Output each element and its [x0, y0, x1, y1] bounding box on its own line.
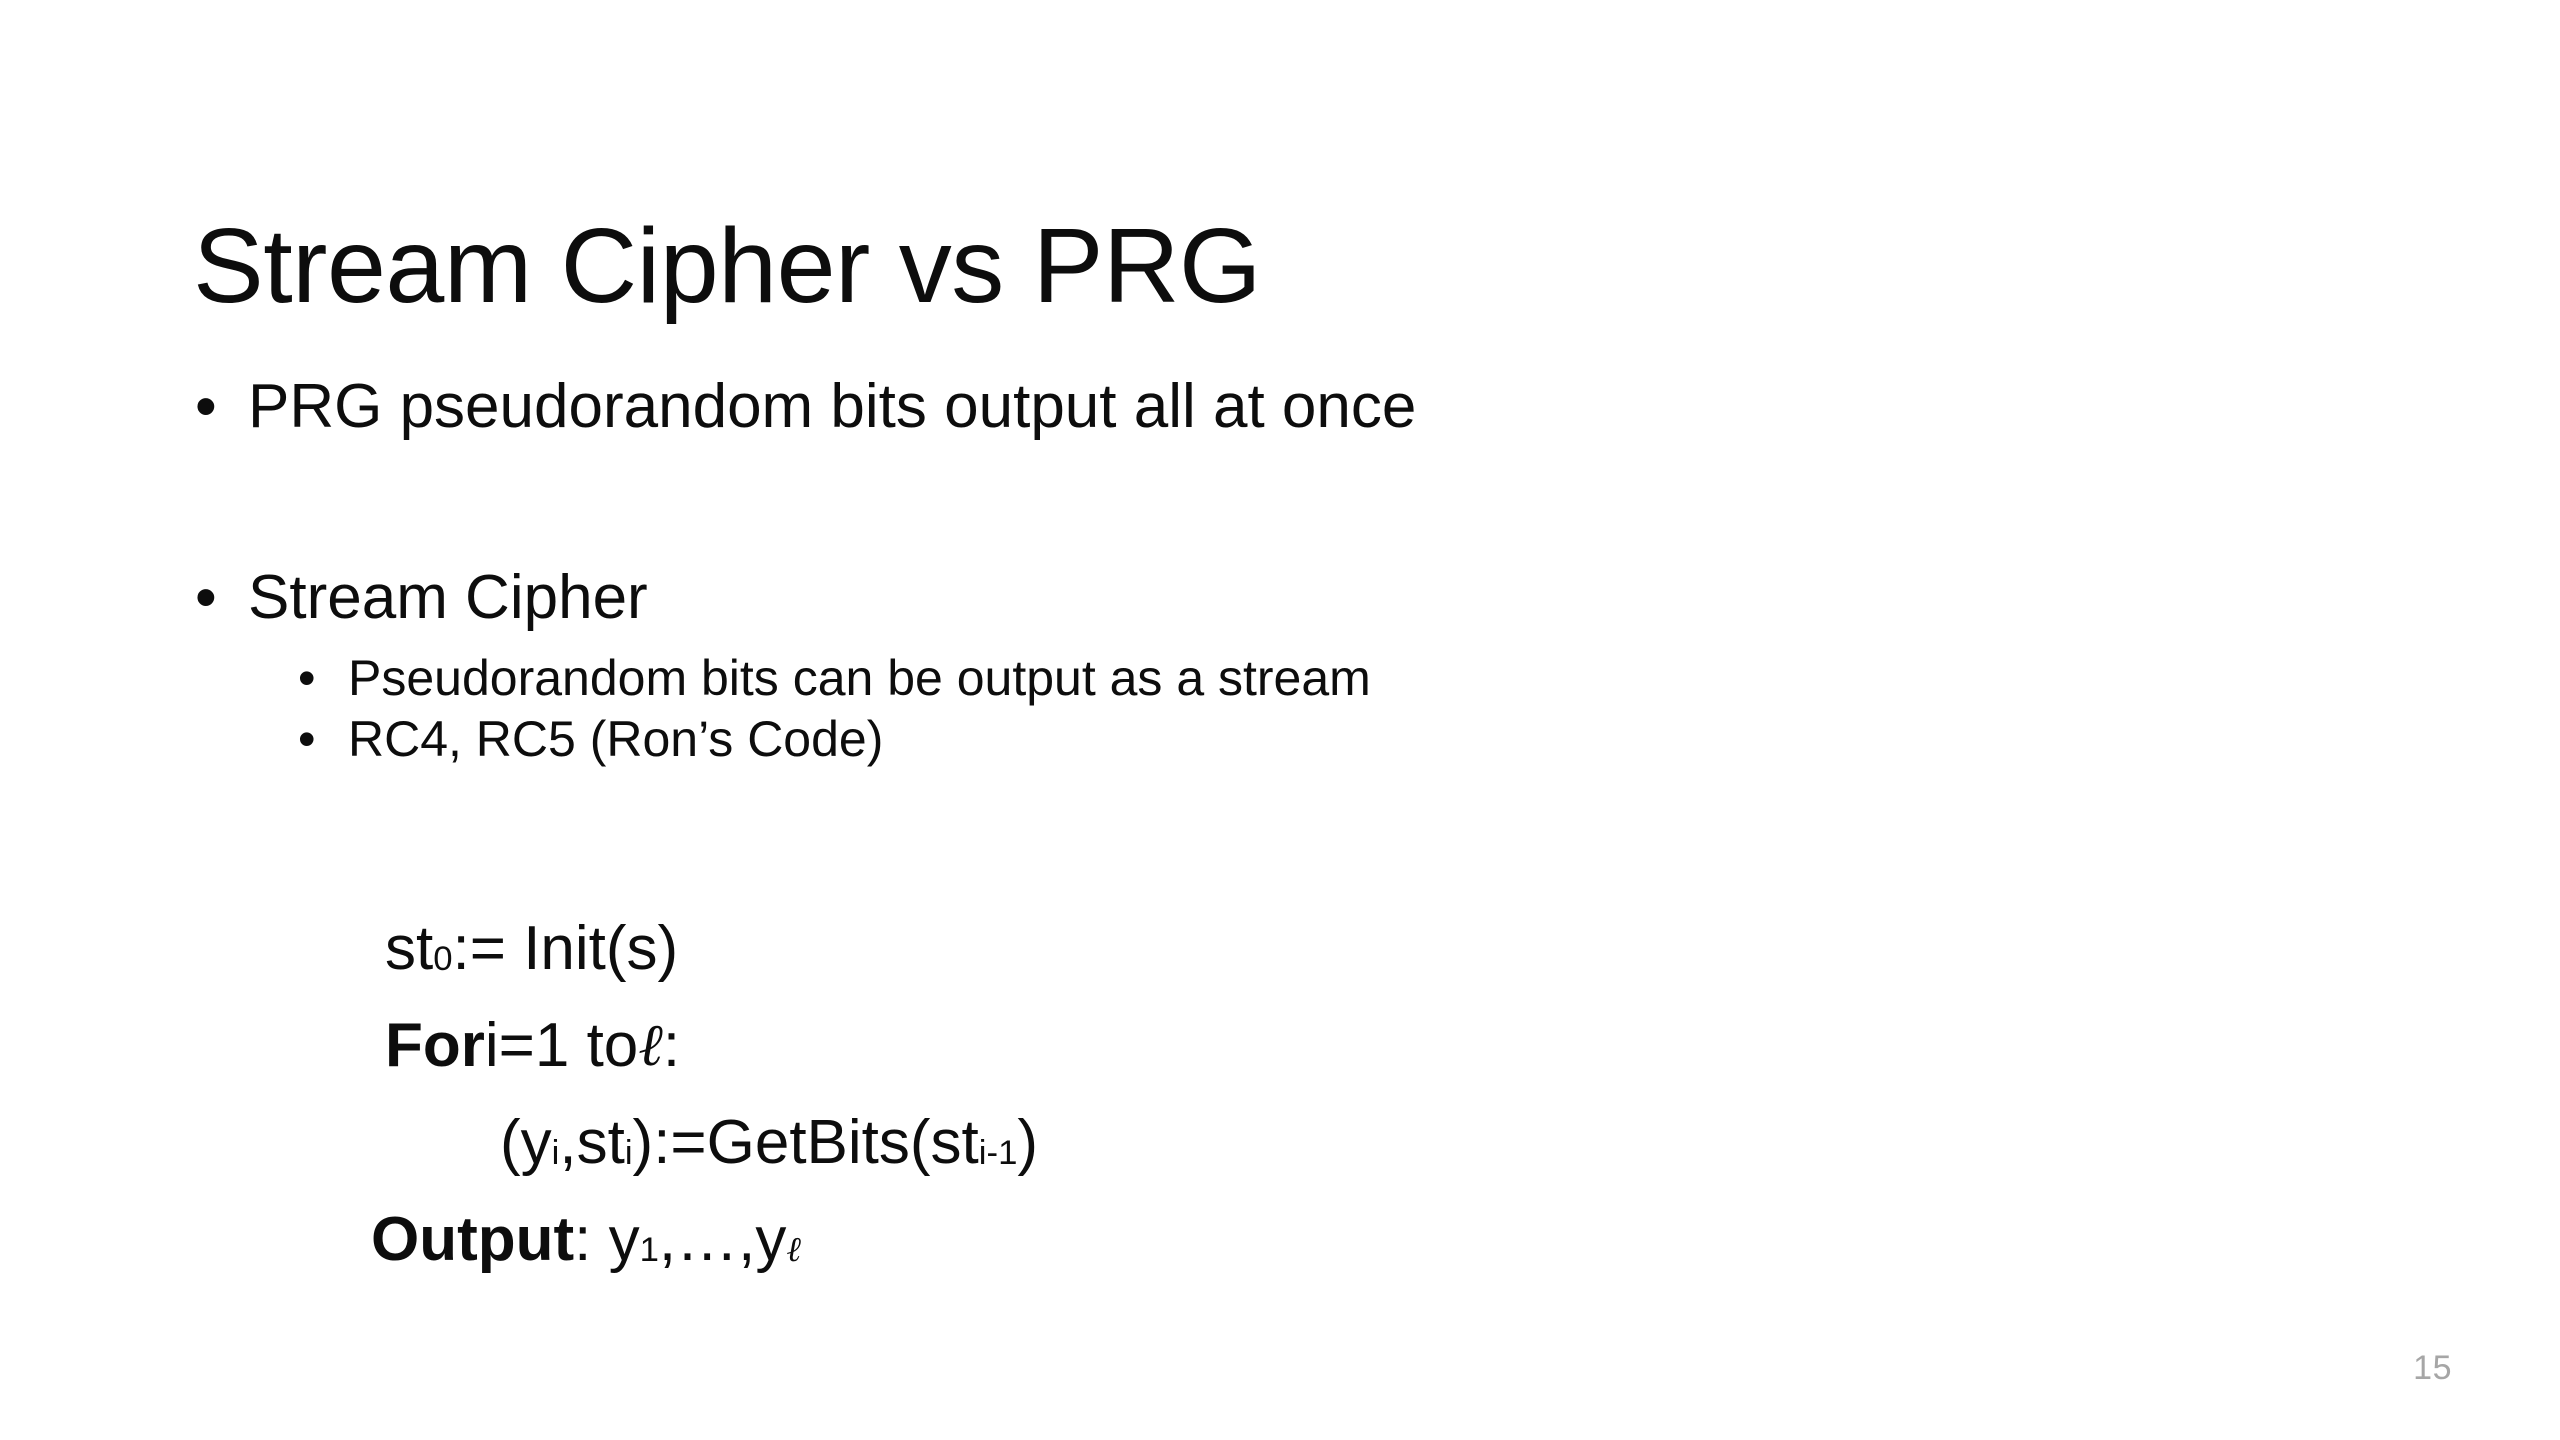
list-item: • PRG pseudorandom bits output all at on…: [193, 370, 2393, 443]
code-text: i=1 to: [484, 1010, 639, 1080]
code-symbol-ell: ℓ: [638, 1010, 663, 1080]
bullet-marker-icon: •: [195, 563, 217, 633]
list-item-label: RC4, RC5 (Ron’s Code): [348, 711, 884, 768]
spacer: [193, 443, 2393, 561]
code-text: ,…,y: [658, 1204, 787, 1274]
code-text: : y: [574, 1204, 640, 1274]
code-text: ): [1017, 1107, 1039, 1177]
code-text: ,st: [559, 1107, 625, 1177]
code-keyword-output: Output: [371, 1204, 575, 1274]
bullet-marker-icon: •: [195, 372, 217, 441]
bullet-marker-icon: •: [298, 711, 316, 768]
code-text: (y: [500, 1107, 552, 1177]
list-item: • Pseudorandom bits can be output as a s…: [293, 648, 2393, 709]
slide-body: • PRG pseudorandom bits output all at on…: [193, 370, 2393, 770]
code-keyword-for: For: [385, 1010, 485, 1080]
code-text: st: [385, 913, 434, 983]
spacer: [193, 634, 2393, 648]
code-text: ):=GetBits(st: [632, 1107, 979, 1177]
list-item-label: PRG pseudorandom bits output all at once: [248, 372, 1417, 441]
bullet-marker-icon: •: [298, 650, 316, 707]
list-item-label: Pseudorandom bits can be output as a str…: [348, 650, 1371, 707]
page-title: Stream Cipher vs PRG: [193, 207, 1261, 326]
list-item: • Stream Cipher: [193, 561, 2393, 634]
list-item: • RC4, RC5 (Ron’s Code): [293, 709, 2393, 770]
pseudocode-line-for: For i=1 to ℓ:: [193, 997, 2193, 1094]
code-text: := Init(s): [452, 913, 679, 983]
list-item-label: Stream Cipher: [248, 563, 648, 633]
code-symbol-ell: ℓ: [786, 1229, 801, 1270]
page-number: 15: [2413, 1349, 2452, 1387]
code-text: :: [662, 1010, 681, 1080]
